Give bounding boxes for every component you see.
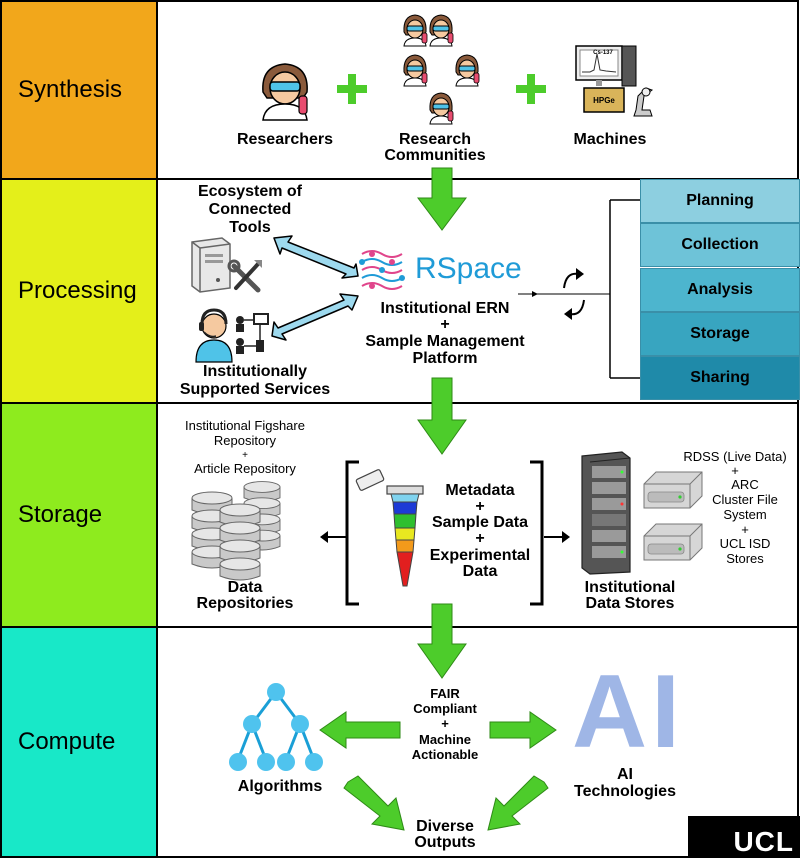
- rdss-label-7: UCL ISD: [719, 536, 771, 551]
- storage-label: Storage: [0, 402, 158, 628]
- diverse-outputs-label-2: Outputs: [414, 834, 476, 851]
- community-icon: [403, 14, 480, 125]
- communities-label-1: Research: [398, 131, 472, 148]
- support-services-icon: [195, 308, 269, 363]
- diverse-outputs-label-1: Diverse: [416, 818, 474, 835]
- metadata-label-6: Data: [462, 563, 498, 580]
- ucl-logo-text: UCL: [733, 826, 794, 857]
- ern-label-4: Platform: [412, 350, 478, 367]
- fair-label-4: Machine: [418, 732, 471, 747]
- plus-icon: [516, 74, 546, 104]
- database-icon: [191, 481, 281, 581]
- ern-label-1: Institutional ERN: [380, 300, 510, 317]
- left-bracket: [345, 460, 359, 606]
- fair-label-3: +: [441, 716, 449, 731]
- ecosystem-label-1: Ecosystem of: [197, 183, 303, 200]
- compute-row: Compute: [0, 626, 799, 858]
- algorithms-label: Algorithms: [237, 778, 323, 795]
- rdss-label-3: ARC: [731, 477, 759, 492]
- stage-planning: Planning: [640, 179, 800, 223]
- compute-label: Compute: [0, 626, 158, 858]
- ai-label-1: AI: [617, 766, 633, 783]
- ai-label-2: Technologies: [574, 783, 676, 800]
- detector-label: HPGe: [593, 96, 615, 105]
- repositories-label-1: Data: [227, 579, 263, 596]
- server-rack-icon: [581, 451, 631, 575]
- researchers-label: Researchers: [236, 131, 334, 148]
- compute-content: [156, 626, 799, 858]
- stage-collection: Collection: [640, 223, 800, 267]
- metadata-label-3: Sample Data: [431, 514, 529, 531]
- plus-icon: [337, 74, 367, 104]
- ucl-logo: UCL: [688, 816, 800, 858]
- hard-drive-icon: [643, 471, 703, 509]
- down-left-arrow-icon: [487, 775, 549, 831]
- machines-icon: [575, 45, 654, 117]
- rdss-label-8: Stores: [726, 551, 764, 566]
- ern-label-3: Sample Management: [365, 333, 525, 350]
- fair-label-1: FAIR: [430, 686, 460, 701]
- stage-sharing: Sharing: [640, 356, 800, 400]
- rdss-label-4: Cluster File: [712, 492, 778, 507]
- cycle-arrows-icon: [518, 199, 640, 379]
- server-tools-icon: [191, 237, 262, 293]
- datastores-label-2: Data Stores: [585, 595, 675, 612]
- fair-label-5: Actionable: [411, 747, 479, 762]
- ai-logo: AI: [572, 654, 684, 770]
- rdss-label-2: +: [731, 463, 739, 478]
- datastores-label-1: Institutional: [584, 579, 676, 596]
- hard-drive-icon: [643, 523, 703, 561]
- services-label-2: Supported Services: [179, 381, 331, 398]
- metadata-label-5: Experimental: [429, 547, 531, 564]
- services-label-1: Institutionally: [203, 363, 307, 380]
- right-arrow-icon: [544, 531, 570, 543]
- metadata-label-1: Metadata: [445, 482, 515, 499]
- ecosystem-label-2: Connected: [208, 201, 292, 218]
- down-right-arrow-icon: [343, 775, 405, 831]
- rspace-logo-icon: [359, 250, 405, 290]
- down-arrow-icon: [417, 167, 467, 231]
- metadata-label-2: +: [475, 498, 485, 515]
- stage-analysis: Analysis: [640, 268, 800, 312]
- figshare-label-2: Repository: [213, 433, 277, 448]
- figshare-label-1: Institutional Figshare: [185, 418, 305, 433]
- tools-link-arrow-icon: [273, 235, 359, 279]
- right-arrow-icon: [489, 711, 557, 749]
- fair-label-2: Compliant: [413, 701, 477, 716]
- rdss-label-1: RDSS (Live Data): [683, 449, 787, 464]
- screen-label: Cs-137: [593, 50, 613, 56]
- sample-tube-icon: [355, 469, 424, 587]
- down-arrow-icon: [417, 377, 467, 455]
- stage-storage: Storage: [640, 312, 800, 356]
- rdss-label-5: System: [723, 507, 767, 522]
- down-arrow-icon: [417, 603, 467, 679]
- right-bracket: [530, 460, 544, 606]
- left-arrow-icon: [319, 711, 401, 749]
- metadata-label-4: +: [475, 530, 485, 547]
- ern-label-2: +: [440, 316, 450, 333]
- repositories-label-2: Repositories: [196, 595, 294, 612]
- figshare-label-4: Article Repository: [194, 461, 296, 476]
- algorithms-tree-icon: [229, 683, 323, 771]
- processing-label: Processing: [0, 178, 158, 404]
- left-arrow-icon: [320, 531, 346, 543]
- rspace-logo-text: RSpace: [415, 252, 522, 285]
- rdss-label-6: +: [741, 522, 749, 537]
- ecosystem-label-3: Tools: [229, 219, 271, 236]
- communities-label-2: Communities: [384, 147, 486, 164]
- machines-label: Machines: [573, 131, 647, 148]
- services-link-arrow-icon: [271, 293, 359, 341]
- figshare-label-3: +: [242, 450, 248, 461]
- synthesis-label: Synthesis: [0, 0, 158, 180]
- synthesis-row: Synthesis: [0, 0, 799, 180]
- researcher-icon: [262, 63, 308, 121]
